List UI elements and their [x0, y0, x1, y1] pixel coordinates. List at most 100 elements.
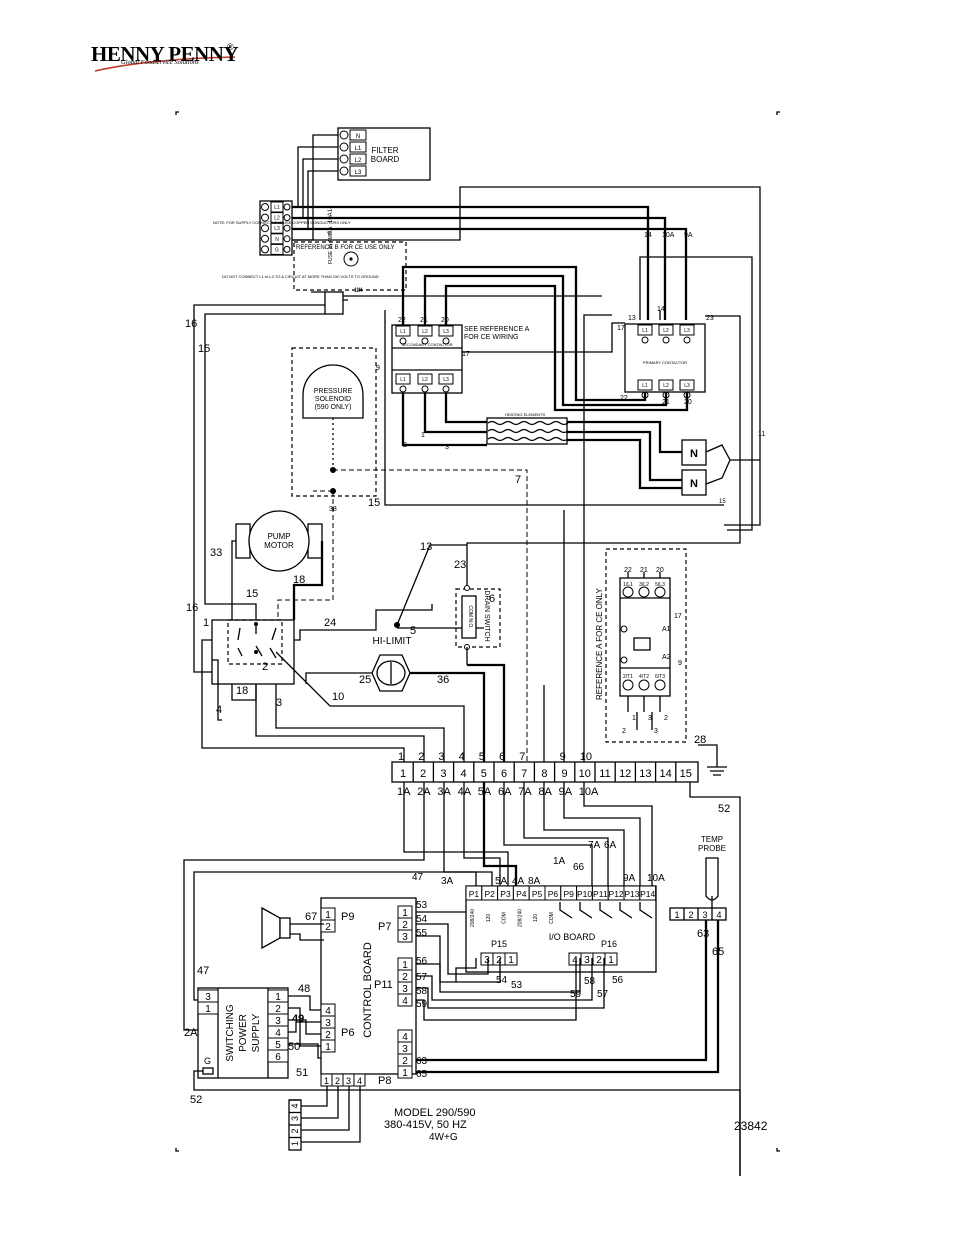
filter-board-terminal	[349, 129, 367, 141]
wire-24-pri: 22	[620, 395, 628, 402]
supply-terminal	[270, 222, 284, 234]
wire-2A	[183, 782, 425, 1031]
supply-terminal	[270, 212, 284, 224]
secondary-contactor-bottom-terminal-screw	[399, 385, 407, 393]
terminal-strip-top-wire: 2	[418, 751, 424, 763]
ce-reference-a-label: REFERENCE A FOR CE ONLY	[595, 587, 604, 700]
wire-1-switch: 1	[203, 617, 209, 629]
supply-terminal	[270, 233, 284, 245]
io-board-pin-label: P10	[577, 889, 592, 899]
psu-right-pin-label: 2	[275, 1004, 281, 1015]
pump-motor-line1: PUMP	[267, 532, 290, 541]
secondary-contactor-bottom-terminal	[395, 373, 411, 385]
ce-wire-2b: 2	[622, 728, 626, 735]
wire-3A-io: 3A	[441, 876, 454, 887]
wire-52-right-label: 52	[718, 803, 730, 815]
cb-bottom-pin-label: 2	[335, 1076, 340, 1086]
primary-contactor-top-terminal	[679, 324, 695, 336]
supply-terminal-screw-right	[283, 235, 291, 243]
bottom-connector-wires	[301, 1086, 361, 1143]
secondary-contactor-bottom-terminal-screw	[442, 385, 450, 393]
ce-contactor-bottom-screw	[622, 679, 634, 691]
wire-36-label: 36	[437, 674, 449, 686]
wire-9-sec: 9	[376, 365, 380, 372]
wire-18-label: 18	[293, 574, 305, 586]
supply-terminal	[270, 201, 284, 213]
terminal-strip-top-wire: 10	[580, 751, 592, 763]
psu-left-pin-label: 1	[205, 1004, 211, 1015]
wire-52-right	[689, 782, 741, 1176]
cb-p6-pin-label: 4	[325, 1006, 331, 1017]
control-board-title: CONTROL BOARD	[362, 942, 374, 1038]
cb-p8-pin-label: 2	[402, 1056, 408, 1067]
wire-56-label: 56	[416, 956, 428, 967]
wire-50-label: 50	[288, 1041, 300, 1053]
hi-limit: HI-LIMIT	[371, 622, 411, 692]
terminal-strip-bottom-wire: 8A	[538, 786, 552, 798]
pressure-solenoid-line1: PRESSURE	[314, 388, 353, 395]
terminal-strip-top-wire: 7	[519, 751, 525, 763]
wire-15-mid: 15	[368, 497, 380, 509]
secondary-contactor-top-terminal-screw	[442, 337, 450, 345]
cb-p11-label: P11	[374, 979, 393, 991]
terminal-strip-number: 2	[420, 768, 426, 780]
supply-note: NOTE: FOR SUPPLY CONNECTIONS USE COPPER …	[213, 220, 351, 225]
io-board-voltage-label: COM	[549, 912, 555, 924]
supply-terminal-screw	[261, 224, 269, 233]
filter-board-terminal	[349, 153, 367, 165]
ce-coil-a1: A1	[662, 626, 671, 633]
wire-18-motor	[292, 541, 324, 620]
io-board-pin-label: P13	[624, 889, 639, 899]
bottom-connector-pin: 1	[290, 1141, 300, 1146]
ce-contactor-top-label: 5/L3	[655, 582, 665, 588]
wire-7A-io: 7A	[588, 840, 601, 851]
wire-3-heat: 3	[445, 444, 449, 451]
temp-probe-line2: PROBE	[698, 844, 726, 853]
wire-62	[416, 920, 708, 1062]
io-board-voltage-label: 208/240	[470, 909, 476, 927]
wire-34-switch: 24	[324, 617, 336, 629]
ce-contactor-top-screw	[638, 586, 650, 598]
secondary-contactor-top-terminal-label: L1	[400, 329, 406, 335]
primary-contactor-top-terminal-label: L2	[663, 328, 669, 334]
ce-wire-20: 20	[656, 567, 664, 574]
filter-board-terminal-screw	[339, 154, 349, 164]
top-left-connector: 14	[311, 288, 361, 315]
secondary-contactor-bottom-terminal	[438, 373, 454, 385]
supply-terminal-screw	[261, 213, 269, 222]
wire-55-label: 55	[416, 928, 428, 939]
io-board-pin-label: P11	[593, 889, 608, 899]
wire-13-hilimit	[396, 544, 467, 626]
primary-contactor-top-terminal-label: L1	[642, 328, 648, 334]
psu-right-pin-label: 6	[275, 1052, 281, 1063]
probe-connector-pin: 2	[688, 910, 693, 920]
cb-p8-pin-label: 1	[402, 1068, 408, 1079]
ce-wire-9: 9	[678, 660, 682, 667]
ground-symbol: 28	[694, 734, 727, 776]
primary-contactor-top-terminal-screw	[662, 336, 670, 344]
io-p16-pin-label: 3	[584, 955, 590, 966]
drain-switch-label: DRAIN SWITCH	[483, 590, 490, 641]
primary-contactor-bottom-terminal	[658, 379, 674, 391]
logo-brand-text: HENNY PENNY	[91, 42, 239, 66]
io-p15-label: P15	[491, 939, 507, 949]
drawing-number: 23842	[734, 1119, 768, 1133]
strip-to-io-heavy	[482, 782, 518, 886]
cb-bottom-pin-label: 4	[357, 1076, 362, 1086]
psu-right-pin-label: 5	[275, 1040, 281, 1051]
primary-contactor-top-terminal	[658, 324, 674, 336]
wire-8A-io: 8A	[528, 876, 541, 887]
secondary-contactor-bottom-terminal-label: L3	[443, 377, 449, 383]
terminal-strip-number: 9	[562, 768, 568, 780]
ce-contactor-top-label: 1/L1	[623, 582, 633, 588]
secondary-contactor-label: SECONDARY CONTACTOR	[401, 342, 452, 347]
ce-note-line1: SEE REFERENCE A	[464, 326, 530, 333]
wire-62-cb: 63	[416, 1056, 428, 1067]
secondary-contactor-top-terminal	[395, 325, 411, 337]
wire-66-label: 67	[305, 911, 317, 923]
psu-right-pin-label: 4	[275, 1028, 281, 1039]
io-p15-pin-label: 3	[484, 955, 490, 966]
